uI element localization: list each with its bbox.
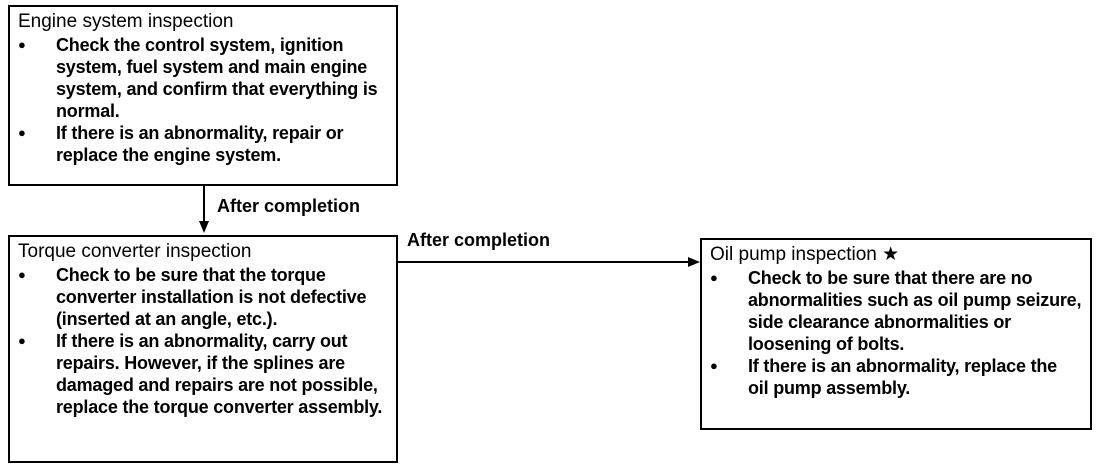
torque-bullet-2: If there is an abnormality, carry out re… (18, 330, 388, 418)
torque-converter-inspection-box: Torque converter inspection Check to be … (8, 235, 398, 463)
engine-inspection-bullets: Check the control system, ignition syste… (18, 34, 388, 166)
oil-pump-bullet-1: Check to be sure that there are no abnor… (710, 267, 1082, 355)
oil-pump-inspection-title: Oil pump inspection ★ (710, 244, 900, 265)
engine-inspection-box: Engine system inspection Check the contr… (8, 5, 398, 186)
arrowhead-torque-to-oil-pump (688, 257, 700, 267)
edge-label-engine-to-torque: After completion (217, 196, 361, 216)
torque-bullet-1: Check to be sure that the torque convert… (18, 264, 388, 330)
oil-pump-inspection-bullets: Check to be sure that there are no abnor… (710, 267, 1082, 399)
engine-bullet-1: Check the control system, ignition syste… (18, 34, 388, 122)
oil-pump-inspection-box: Oil pump inspection ★ Check to be sure t… (700, 238, 1092, 430)
edge-label-torque-to-oil-pump: After completion (407, 230, 551, 250)
oil-pump-bullet-2: If there is an abnormality, replace the … (710, 355, 1082, 399)
arrowhead-engine-to-torque (199, 221, 209, 233)
engine-inspection-title: Engine system inspection (18, 11, 234, 32)
torque-converter-inspection-title: Torque converter inspection (18, 241, 252, 262)
torque-converter-inspection-bullets: Check to be sure that the torque convert… (18, 264, 388, 418)
engine-bullet-2: If there is an abnormality, repair or re… (18, 122, 388, 166)
